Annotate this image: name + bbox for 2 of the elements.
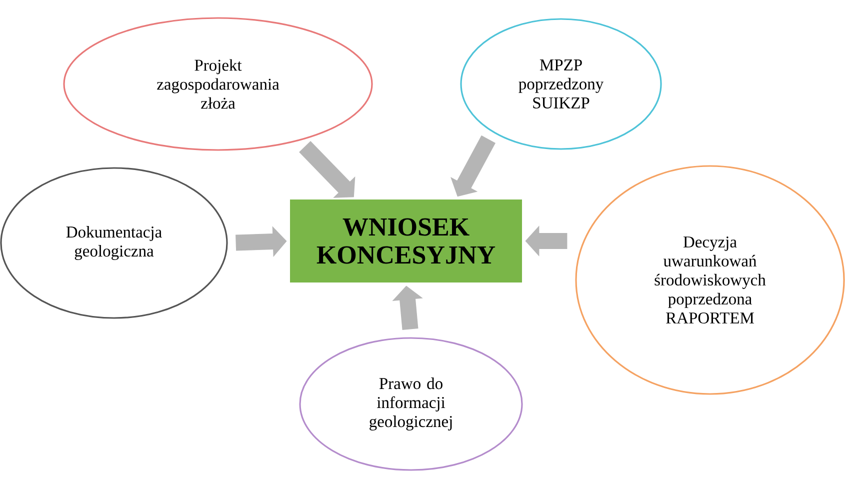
- block-arrow: [299, 141, 356, 198]
- title-box: WNIOSEK KONCESYJNY: [290, 200, 522, 282]
